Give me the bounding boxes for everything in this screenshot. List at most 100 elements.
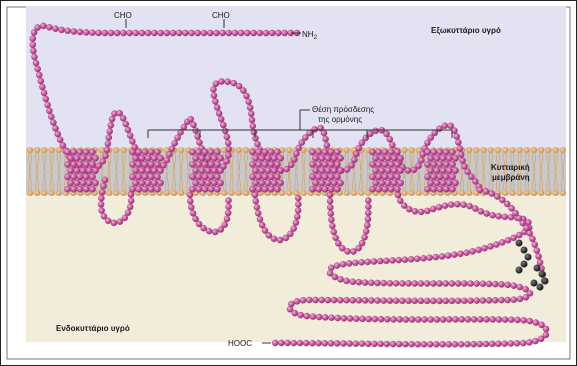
amino-acid-bead	[224, 158, 230, 164]
amino-acid-bead	[226, 146, 232, 152]
amino-acid-bead	[364, 222, 370, 228]
amino-acid-bead	[396, 257, 402, 263]
amino-acid-bead	[359, 316, 365, 322]
helix-bead	[145, 155, 151, 161]
helix-bead	[382, 161, 388, 167]
amino-acid-bead	[307, 130, 313, 136]
amino-acid-bead	[100, 158, 106, 164]
amino-acid-bead	[254, 141, 260, 147]
binding-site-label-line2: της ορμόνης	[318, 115, 362, 124]
amino-acid-bead	[412, 298, 418, 304]
amino-acid-bead	[424, 298, 430, 304]
helix-bead	[379, 155, 385, 161]
lipid-head	[502, 147, 508, 153]
lipid-head	[409, 147, 415, 153]
helix-bead	[313, 155, 319, 161]
amino-acid-bead	[247, 105, 253, 111]
amino-acid-bead	[319, 297, 325, 303]
amino-acid-bead	[430, 280, 436, 286]
helix-bead	[271, 155, 277, 161]
amino-acid-bead	[493, 241, 499, 247]
amino-acid-bead	[294, 298, 300, 304]
helix-bead	[325, 180, 331, 186]
helix-bead	[382, 149, 388, 155]
amino-acid-bead	[543, 326, 549, 332]
amino-acid-bead	[483, 188, 489, 194]
lipid-head	[509, 190, 515, 196]
amino-acid-bead	[532, 242, 538, 248]
amino-acid-bead	[225, 152, 231, 158]
amino-acid-bead	[460, 158, 466, 164]
helix-bead	[249, 186, 255, 192]
lipid-head	[286, 190, 292, 196]
amino-acid-bead	[527, 230, 533, 236]
amino-acid-bead	[218, 116, 224, 122]
amino-acid-bead	[328, 265, 334, 271]
amino-acid-bead	[490, 212, 496, 218]
lipid-head	[41, 190, 47, 196]
amino-acid-bead	[83, 29, 89, 35]
helix-bead	[274, 186, 280, 192]
lipid-head	[495, 147, 501, 153]
amino-acid-bead	[371, 341, 377, 347]
helix-bead	[205, 167, 211, 173]
helix-bead	[334, 149, 340, 155]
helix-bead	[253, 180, 259, 186]
phosphorylated-residue	[525, 254, 532, 261]
amino-acid-bead	[128, 198, 134, 204]
amino-acid-bead	[378, 341, 384, 347]
amino-acid-bead	[107, 128, 113, 134]
amino-acid-bead	[244, 30, 250, 36]
amino-acid-bead	[333, 235, 339, 241]
helix-bead	[382, 186, 388, 192]
lipid-head	[243, 190, 249, 196]
lipid-head	[488, 147, 494, 153]
phosphorylated-residue	[531, 280, 538, 287]
amino-acid-bead	[39, 84, 45, 90]
helix-bead	[431, 174, 437, 180]
amino-acid-bead	[106, 134, 112, 140]
amino-acid-bead	[99, 189, 105, 195]
lipid-head	[509, 147, 515, 153]
helix-bead	[74, 155, 80, 161]
helix-bead	[157, 180, 163, 186]
helix-bead	[331, 180, 337, 186]
helix-bead	[309, 161, 315, 167]
amino-acid-bead	[350, 248, 356, 254]
amino-acid-bead	[461, 298, 467, 304]
helix-bead	[249, 161, 255, 167]
amino-acid-bead	[536, 253, 542, 259]
helix-bead	[376, 186, 382, 192]
amino-acid-bead	[365, 341, 371, 347]
helix-bead	[443, 186, 449, 192]
amino-acid-bead	[172, 140, 178, 146]
helix-bead	[337, 155, 343, 161]
amino-acid-bead	[384, 131, 390, 137]
amino-acid-bead	[363, 228, 369, 234]
helix-bead	[189, 161, 195, 167]
amino-acid-bead	[353, 341, 359, 347]
helix-bead	[440, 180, 446, 186]
amino-acid-bead	[440, 341, 446, 347]
amino-acid-bead	[248, 111, 254, 117]
helix-bead	[277, 167, 283, 173]
helix-bead	[196, 186, 202, 192]
amino-acid-bead	[282, 30, 288, 36]
lipid-head	[236, 147, 242, 153]
helix-bead	[316, 174, 322, 180]
amino-acid-bead	[384, 341, 390, 347]
helix-bead	[193, 155, 199, 161]
helix-bead	[151, 167, 157, 173]
lipid-head	[286, 147, 292, 153]
amino-acid-bead	[52, 26, 58, 32]
amino-acid-bead	[327, 198, 333, 204]
helix-bead	[80, 155, 86, 161]
lipid-head	[473, 147, 479, 153]
amino-acid-bead	[514, 317, 520, 323]
helix-bead	[274, 174, 280, 180]
amino-acid-bead	[367, 131, 373, 137]
amino-acid-bead	[213, 30, 219, 36]
helix-bead	[316, 161, 322, 167]
helix-bead	[129, 161, 135, 167]
helix-bead	[271, 180, 277, 186]
